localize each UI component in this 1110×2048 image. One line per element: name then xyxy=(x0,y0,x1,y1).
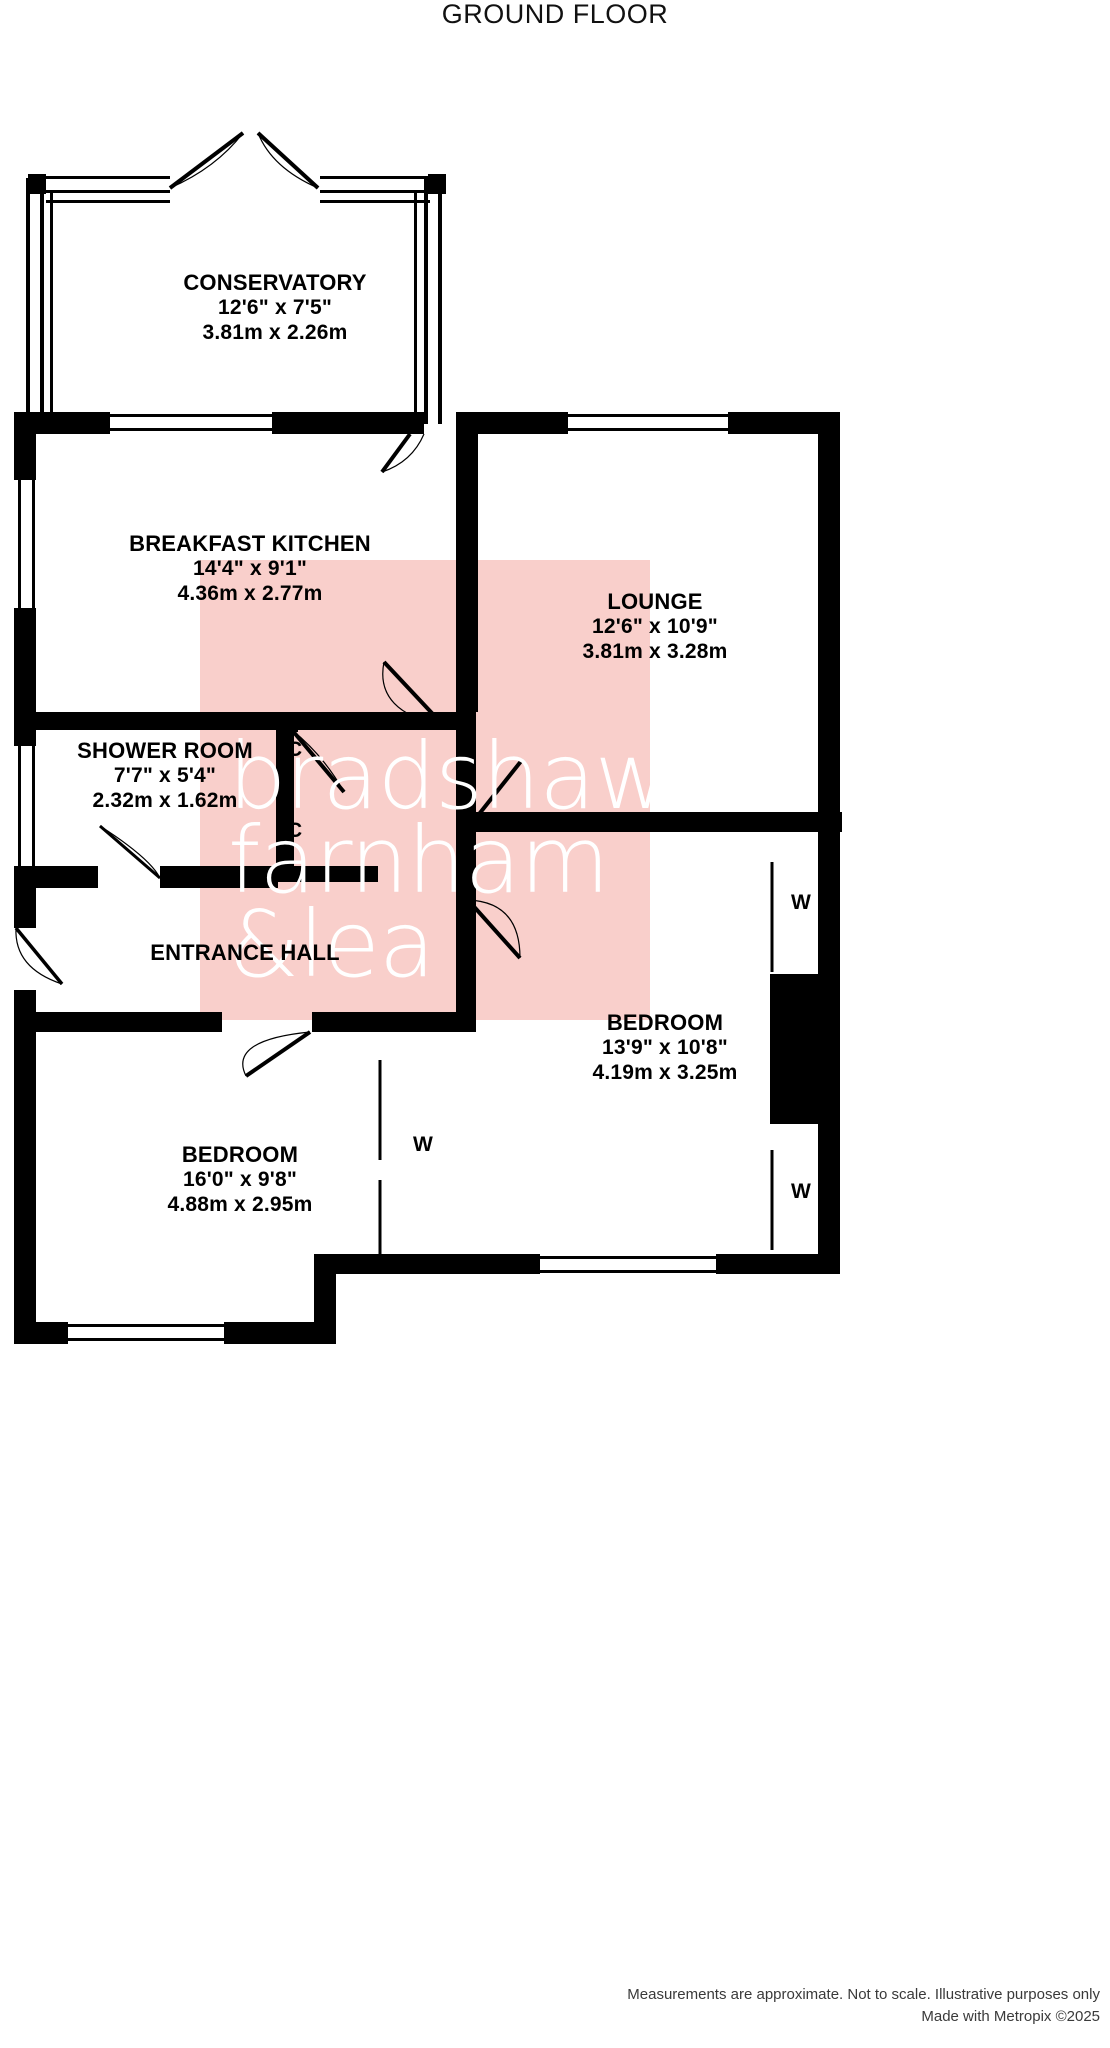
watermark-band-shapes xyxy=(200,560,650,1020)
conservatory-structure xyxy=(26,131,446,424)
footer-disclaimer: Measurements are approximate. Not to sca… xyxy=(627,1986,1100,2003)
page-title: GROUND FLOOR xyxy=(441,0,669,29)
wall-structure xyxy=(14,412,842,1344)
floorplan-drawing xyxy=(14,131,842,1344)
footer-attribution: Made with Metropix ©2025 xyxy=(921,2008,1100,2025)
